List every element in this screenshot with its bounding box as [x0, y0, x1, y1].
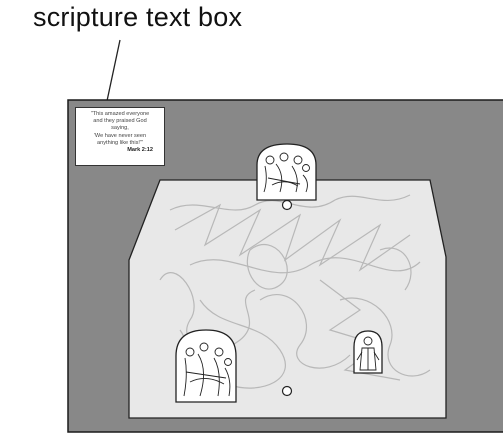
top-position-marker[interactable]	[283, 201, 292, 210]
scripture-line: "This amazed everyone	[79, 111, 161, 118]
scripture-line: anything like this!'"	[79, 140, 161, 147]
top-figure-card[interactable]	[257, 144, 316, 200]
scripture-line: 'We have never seen	[79, 133, 161, 140]
scripture-text-box: "This amazed everyone and they praised G…	[75, 107, 165, 166]
bottom-position-marker[interactable]	[283, 387, 292, 396]
scripture-reference: Mark 2:12	[79, 147, 161, 154]
right-figure-card[interactable]	[354, 331, 382, 373]
bottom-left-figure-card[interactable]	[176, 330, 236, 402]
scripture-line: and they praised God	[79, 118, 161, 125]
scripture-line: saying,	[79, 125, 161, 132]
